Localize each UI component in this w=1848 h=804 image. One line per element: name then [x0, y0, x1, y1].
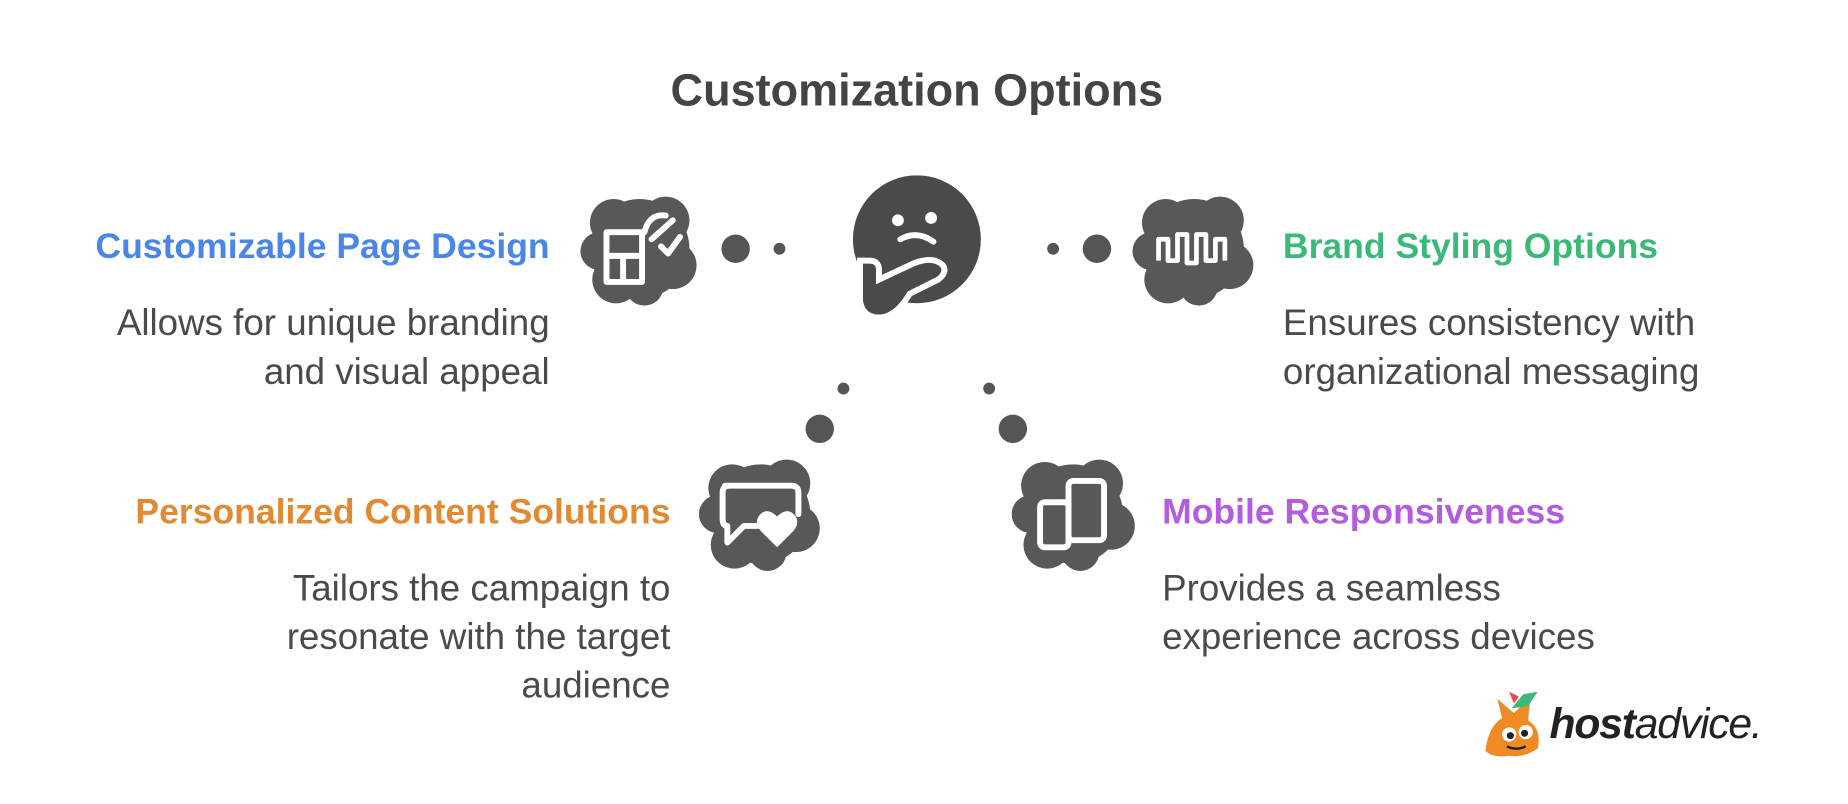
diagram-title: Customization Options [670, 66, 1164, 117]
item-description: Provides a seamless experience across de… [1162, 564, 1595, 661]
connector-dot [773, 242, 786, 255]
logo-wordmark: hostadvice. [1549, 698, 1763, 749]
connector-dot [721, 234, 750, 263]
logo-advice-text: advice. [1634, 698, 1763, 748]
description-line: Provides a seamless [1162, 567, 1501, 609]
devices-icon [1011, 459, 1135, 571]
description-line: resonate with the target [286, 615, 671, 658]
description-line: Ensures consistency with [1282, 302, 1696, 344]
item-description: Ensures consistency with organizational … [1283, 299, 1699, 396]
connector-dot [1047, 242, 1060, 255]
waveform-icon [1132, 196, 1254, 306]
item-description: Tailors the campaign to resonate with th… [287, 564, 671, 710]
hostadvice-logo: hostadvice. [1476, 691, 1772, 758]
description-line: organizational messaging [1282, 350, 1700, 393]
fox-mascot-icon [1485, 691, 1539, 757]
description-line: audience [521, 664, 671, 707]
item-heading: Mobile Responsiveness [1162, 492, 1565, 532]
description-line: experience across devices [1162, 615, 1595, 658]
connector-dot [805, 414, 834, 444]
connector-dot [837, 382, 850, 395]
design-tools-icon [580, 196, 697, 306]
item-heading: Customizable Page Design [95, 227, 550, 267]
connector-dot [983, 382, 996, 395]
thinking-face-icon [852, 175, 981, 321]
item-description: Allows for unique branding and visual ap… [117, 299, 550, 396]
chat-heart-icon [698, 459, 820, 571]
description-line: Allows for unique branding [116, 302, 550, 344]
item-heading: Brand Styling Options [1282, 227, 1659, 267]
connector-dot [1082, 234, 1112, 263]
item-heading: Personalized Content Solutions [135, 492, 671, 532]
description-line: and visual appeal [263, 350, 550, 393]
logo-host-text: host [1549, 698, 1635, 748]
description-line: Tailors the campaign to [292, 567, 671, 609]
connector-dot [998, 414, 1028, 444]
